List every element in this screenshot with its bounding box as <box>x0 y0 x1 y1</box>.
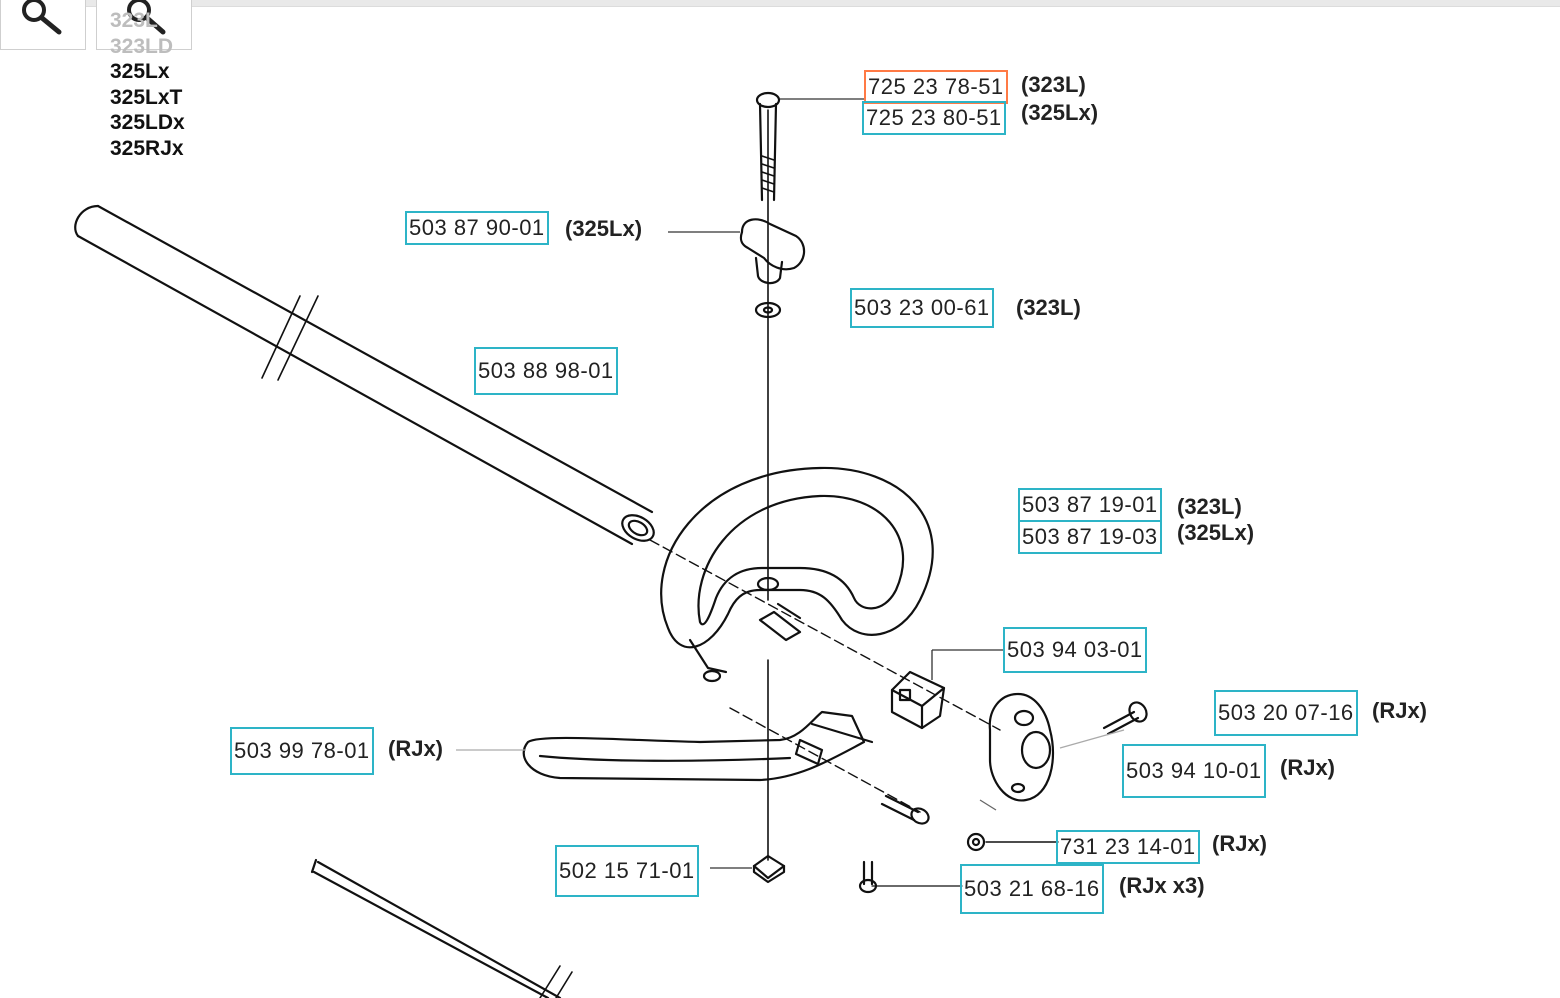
top-bar <box>0 0 1560 7</box>
model-item: 325LxT <box>110 85 183 109</box>
part-number-callout[interactable]: 725 23 80-51 <box>862 101 1006 135</box>
model-variant-label: (325Lx) <box>1177 520 1255 545</box>
part-number-callout[interactable]: 503 21 68-16 <box>960 864 1104 914</box>
part-number-callout[interactable]: 503 87 19-03 <box>1018 520 1162 554</box>
lower-bar-handle <box>522 710 874 782</box>
axis-line <box>649 539 1001 731</box>
zoom-in-button[interactable] <box>96 0 192 50</box>
part-number-callout[interactable]: 503 87 19-01 <box>1018 488 1162 522</box>
model-item: 325RJx <box>110 136 184 160</box>
part-number-callout[interactable]: 503 23 00-61 <box>850 288 994 328</box>
model-list: 323L 323LD 325Lx 325LxT 325LDx 325RJx <box>110 8 230 161</box>
part-number-callout[interactable]: 503 94 10-01 <box>1122 744 1266 798</box>
model-item: 325LDx <box>110 111 185 134</box>
model-variant-label: (323L) <box>1021 72 1086 97</box>
model-variant-label: (RJx) <box>1212 831 1268 856</box>
part-number-callout[interactable]: 503 87 90-01 <box>405 211 549 245</box>
small-bolt <box>858 860 963 894</box>
model-item: 325Lx <box>110 60 170 83</box>
part-number-callout[interactable]: 503 88 98-01 <box>474 347 618 395</box>
wing-knob <box>739 218 806 285</box>
part-number-callout[interactable]: 503 20 07-16 <box>1214 690 1358 736</box>
model-item: 323L <box>110 9 158 32</box>
washer <box>754 301 782 319</box>
model-variant-label: (325Lx) <box>1021 100 1099 125</box>
right-cover <box>988 692 1054 802</box>
screw-right <box>1102 701 1148 736</box>
loop-handle <box>660 466 934 683</box>
zoom-out-button[interactable] <box>0 0 86 50</box>
model-variant-label: (RJx) <box>1280 755 1336 780</box>
part-number-callout[interactable]: 503 94 03-01 <box>1003 627 1147 673</box>
screw-top <box>755 91 781 202</box>
bolt-lower <box>880 794 930 825</box>
nut <box>966 832 1059 852</box>
model-variant-label: (323L) <box>1177 494 1242 519</box>
model-variant-label: (RJx x3) <box>1119 873 1205 898</box>
leader-lines <box>456 98 1125 869</box>
part-number-callout[interactable]: 503 99 78-01 <box>230 727 374 775</box>
model-variant-label: (RJx) <box>1372 698 1428 723</box>
clamp-block <box>890 670 946 730</box>
model-variant-label: (323L) <box>1016 295 1081 320</box>
model-variant-label: (RJx) <box>388 736 444 761</box>
model-item: 323LD <box>110 34 174 58</box>
part-number-callout[interactable]: 502 15 71-01 <box>555 845 699 897</box>
zoom-in-icon <box>127 0 166 35</box>
shaft-tube <box>74 204 655 546</box>
drive-shaft <box>310 858 573 998</box>
part-number-callout[interactable]: 725 23 78-51 <box>864 70 1008 104</box>
model-variant-label: (325Lx) <box>565 216 643 241</box>
part-number-callout[interactable]: 731 23 14-01 <box>1056 830 1200 864</box>
zoom-out-icon <box>22 0 62 35</box>
square-nut <box>752 854 786 884</box>
